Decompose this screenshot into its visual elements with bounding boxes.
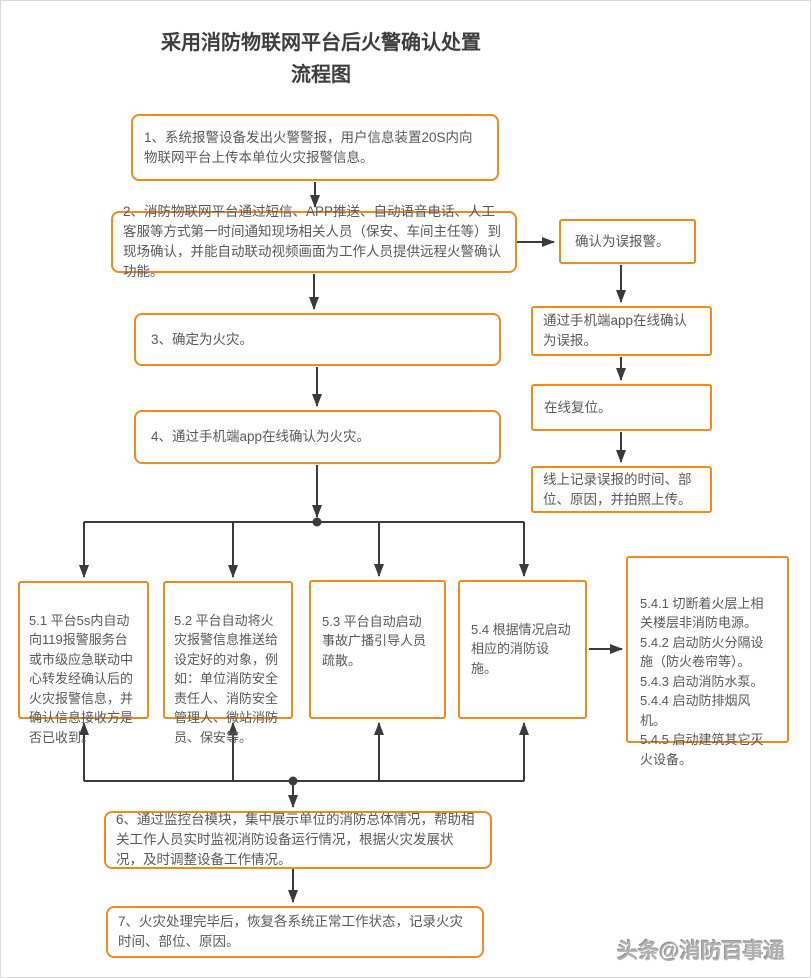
flow-false-confirm-app-text: 通过手机端app在线确认为误报。 <box>543 313 688 348</box>
flow-step7-box: 7、火灾处理完毕后，恢复各系统正常工作状态，记录火灾时间、部位、原因。 <box>106 906 484 958</box>
flow-step5-1-text: 5.1 平台5s内自动向119报警服务台或市级应急联动中心转发经确认后的火灾报警… <box>29 612 134 745</box>
flow-step4-text: 4、通过手机端app在线确认为火灾。 <box>151 429 371 445</box>
flow-step5-4-detail-box: 5.4.1 切断着火层上相关楼层非消防电源。 5.4.2 启动防火分隔设施（防火… <box>626 556 789 767</box>
flow-false-alarm-box: 确认为误报警。 <box>559 219 696 264</box>
flow-step1-box: 1、系统报警设备发出火警警报，用户信息装置20S内向物联网平台上传本单位火灾报警… <box>131 114 499 181</box>
page-title: 采用消防物联网平台后火警确认处置 流程图 <box>21 27 621 91</box>
flow-step6-text: 6、通过监控台模块，集中展示单位的消防总体情况，帮助相关工作人员实时监视消防设备… <box>116 812 475 867</box>
flow-step3-text: 3、确定为火灾。 <box>151 331 254 347</box>
flow-step5-2-box: 5.2 平台自动将火灾报警信息推送给设定好的对象，例如：单位消防安全责任人、消防… <box>163 581 293 745</box>
flow-step5-3-text: 5.3 平台自动启动事故广播引导人员疏散。 <box>322 613 427 668</box>
flow-step2-box: 2、消防物联网平台通过短信、APP推送、自动语音电话、人工客服等方式第一时间通知… <box>111 204 517 279</box>
flow-false-confirm-app-box: 通过手机端app在线确认为误报。 <box>531 306 712 356</box>
flow-step1-text: 1、系统报警设备发出火警警报，用户信息装置20S内向物联网平台上传本单位火灾报警… <box>144 129 473 165</box>
flow-step2-text: 2、消防物联网平台通过短信、APP推送、自动语音电话、人工客服等方式第一时间通知… <box>123 204 501 279</box>
page-title-line1: 采用消防物联网平台后火警确认处置 <box>161 32 481 54</box>
junction-dot-top <box>312 517 322 527</box>
flow-false-alarm-text: 确认为误报警。 <box>575 233 670 249</box>
flow-step7-text: 7、火灾处理完毕后，恢复各系统正常工作状态，记录火灾时间、部位、原因。 <box>118 914 464 949</box>
flow-step5-4-detail-text: 5.4.1 切断着火层上相关楼层非消防电源。 5.4.2 启动防火分隔设施（防火… <box>640 595 764 767</box>
flow-online-reset-text: 在线复位。 <box>544 399 612 415</box>
flow-step5-2-text: 5.2 平台自动将火灾报警信息推送给设定好的对象，例如：单位消防安全责任人、消防… <box>174 612 279 745</box>
flow-step4-box: 4、通过手机端app在线确认为火灾。 <box>134 410 501 464</box>
page-title-line2: 流程图 <box>291 64 351 86</box>
flow-false-record-text: 线上记录误报的时间、部位、原因，并拍照上传。 <box>543 471 692 507</box>
flow-step6-box: 6、通过监控台模块，集中展示单位的消防总体情况，帮助相关工作人员实时监视消防设备… <box>104 811 492 869</box>
flow-false-record-box: 线上记录误报的时间、部位、原因，并拍照上传。 <box>531 466 712 513</box>
flow-step5-3-box: 5.3 平台自动启动事故广播引导人员疏散。 <box>309 580 446 719</box>
flow-step5-1-box: 5.1 平台5s内自动向119报警服务台或市级应急联动中心转发经确认后的火灾报警… <box>18 581 149 745</box>
flow-step5-4-box: 5.4 根据情况启动相应的消防设施。 <box>458 580 587 719</box>
flow-step5-4-text: 5.4 根据情况启动相应的消防设施。 <box>471 621 571 676</box>
flow-step3-box: 3、确定为火灾。 <box>134 313 501 366</box>
junction-dot-bottom <box>288 776 298 786</box>
flow-online-reset-box: 在线复位。 <box>531 384 712 431</box>
watermark-text: 头条@消防百事通 <box>617 940 785 963</box>
